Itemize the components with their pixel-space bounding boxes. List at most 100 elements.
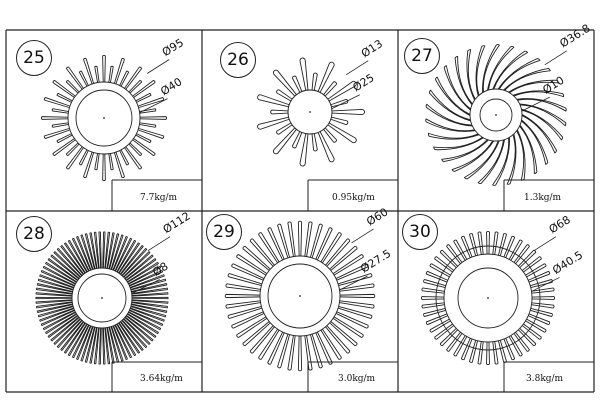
fin-25 <box>102 55 106 83</box>
fin-27 <box>519 124 538 175</box>
hub-ring-30 <box>443 253 533 343</box>
fin-28 <box>56 247 83 277</box>
fin-27 <box>491 137 510 186</box>
fin-30 <box>477 231 484 255</box>
fin-29 <box>224 293 261 299</box>
fin-28 <box>63 322 86 354</box>
fin-25 <box>139 108 157 114</box>
fin-28 <box>108 233 120 270</box>
heatsink-profiles: Ø95Ø40Ø13Ø25Ø36.8Ø10Ø112Ø8Ø60Ø27.5Ø68Ø40… <box>35 22 592 372</box>
fin-30 <box>477 341 484 365</box>
fin-30 <box>508 335 523 357</box>
fin-26 <box>317 61 335 93</box>
fin-28 <box>76 325 92 360</box>
item-number-30: 30 <box>409 222 431 242</box>
fin-28 <box>53 251 81 278</box>
item-number-badge-25: 25 <box>16 40 52 76</box>
fin-27 <box>492 50 529 90</box>
hub-ring-29 <box>259 255 341 337</box>
fin-25 <box>128 142 143 157</box>
fin-25 <box>139 122 157 128</box>
fin-28 <box>118 322 141 354</box>
fin-25 <box>51 108 69 114</box>
fin-30 <box>503 235 516 258</box>
fin-25 <box>139 116 167 120</box>
fin-25 <box>135 92 152 103</box>
fin-28 <box>131 299 169 304</box>
dimension-leader-26 <box>346 60 369 76</box>
fin-28 <box>131 283 168 293</box>
fin-28 <box>129 274 165 289</box>
fin-27 <box>454 55 473 106</box>
fin-30 <box>503 338 516 361</box>
weight-label-29: 3.0kg/m <box>338 374 376 384</box>
fin-29 <box>332 316 364 338</box>
fin-28 <box>80 326 94 362</box>
fin-26 <box>272 69 297 97</box>
fin-30 <box>531 302 555 309</box>
fin-25 <box>108 153 114 171</box>
fin-26 <box>330 116 349 125</box>
fin-28 <box>93 231 100 269</box>
weight-label-27: 1.3kg/m <box>524 193 562 203</box>
fin-26 <box>327 122 357 144</box>
fin-28 <box>76 236 92 271</box>
bore-28 <box>77 273 127 323</box>
grid-lines <box>5 29 595 393</box>
fin-28 <box>60 321 85 351</box>
fin-30 <box>525 263 547 278</box>
fin-28 <box>84 233 96 270</box>
fin-28 <box>127 261 159 283</box>
fin-30 <box>425 270 448 283</box>
fin-29 <box>297 220 303 257</box>
fin-27 <box>521 108 563 141</box>
fin-25 <box>94 153 100 171</box>
fin-28 <box>36 283 73 293</box>
fin-28 <box>125 314 157 338</box>
fin-27 <box>497 58 541 90</box>
fin-29 <box>227 273 263 287</box>
fin-30 <box>421 302 445 309</box>
fin-30 <box>492 231 499 255</box>
fin-28 <box>71 324 90 359</box>
item-number-badge-28: 28 <box>16 216 52 252</box>
fin-29 <box>332 254 364 276</box>
fin-27 <box>425 118 476 132</box>
fin-30 <box>530 308 553 317</box>
fin-28 <box>102 327 106 365</box>
center-mark-30 <box>487 297 489 299</box>
fin-29 <box>277 223 291 259</box>
fin-28 <box>130 305 167 318</box>
fin-26 <box>270 109 289 115</box>
fin-29 <box>267 227 285 261</box>
dimension-label-30: Ø68 <box>547 213 573 236</box>
fin-25 <box>102 153 106 181</box>
fin-27 <box>425 103 473 127</box>
center-mark-25 <box>103 117 105 119</box>
fin-28 <box>71 237 90 272</box>
dimension-label-26: Ø25 <box>350 71 376 94</box>
fin-29 <box>277 333 291 369</box>
fin-29 <box>231 263 265 281</box>
fin-28 <box>131 292 169 297</box>
fin-28 <box>45 313 77 335</box>
fin-25 <box>52 79 76 98</box>
fin-25 <box>108 65 114 83</box>
hub-ring-28 <box>71 267 133 329</box>
fin-29 <box>304 335 313 371</box>
fin-29 <box>242 245 271 271</box>
fin-29 <box>258 328 280 360</box>
fin-28 <box>124 254 154 280</box>
fin-28 <box>40 269 75 287</box>
bore-27 <box>479 98 513 132</box>
fin-30 <box>528 270 551 283</box>
fin-28 <box>112 236 128 271</box>
dimension-leader-28 <box>131 279 160 294</box>
fin-28 <box>119 321 144 351</box>
fin-25 <box>124 66 143 90</box>
fin-28 <box>36 303 73 313</box>
fin-26 <box>292 131 303 149</box>
fin-28 <box>123 318 151 345</box>
fin-30 <box>498 233 507 256</box>
